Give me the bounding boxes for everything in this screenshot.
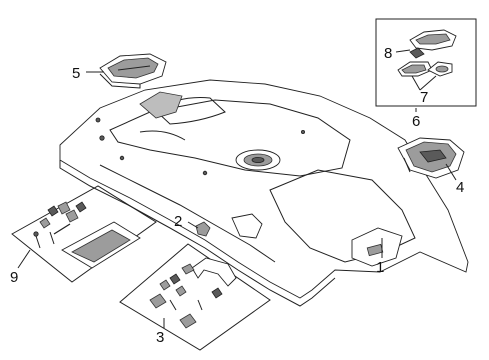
lamp-kit-box-6 — [375, 18, 477, 107]
callout-1: 1 — [376, 259, 384, 276]
sun-visor-kit-9 — [11, 185, 157, 283]
callout-8: 8 — [384, 45, 392, 62]
grab-handle-kit-3 — [119, 243, 271, 351]
callout-7: 7 — [420, 89, 428, 106]
callout-6: 6 — [412, 113, 420, 130]
headliner-panel — [59, 79, 469, 307]
callout-2: 2 — [174, 213, 182, 230]
leader-lines — [17, 49, 457, 328]
callout-9: 9 — [10, 269, 18, 286]
callout-5: 5 — [72, 65, 80, 82]
callout-4: 4 — [456, 179, 464, 196]
clip-2 — [195, 221, 211, 237]
callout-3: 3 — [156, 329, 164, 346]
overhead-console-4 — [397, 137, 465, 179]
dome-lamp-assembly-5 — [99, 53, 167, 89]
